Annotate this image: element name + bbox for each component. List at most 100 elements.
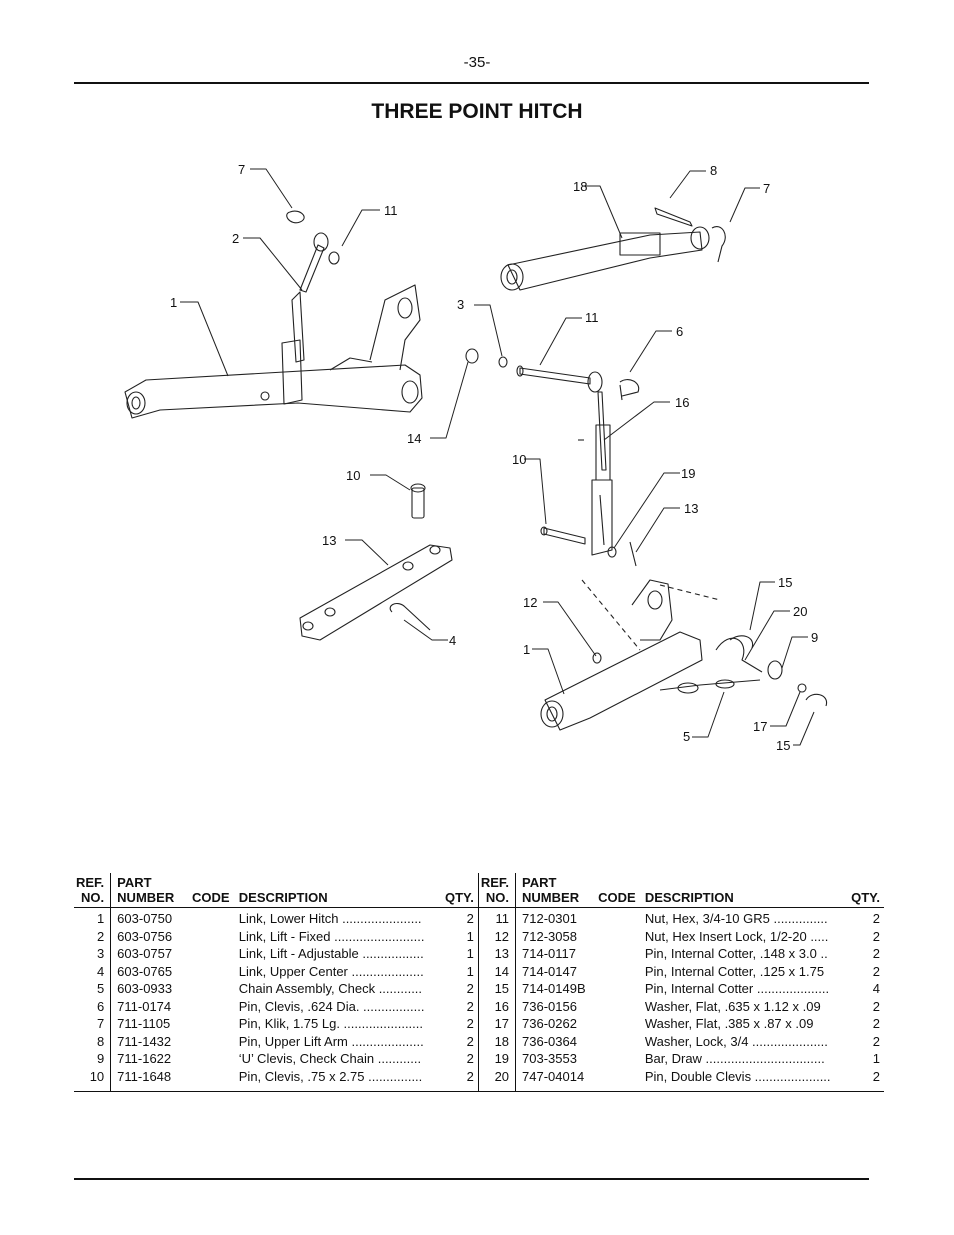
lower-hitch-link-left	[124, 284, 423, 419]
cell-description: Pin, Clevis, .624 Dia. .................	[238, 998, 425, 1014]
table-row: 5 603-0933 Chain Assembly, Check .......…	[74, 980, 884, 998]
cell-part-number: 747-04014	[515, 1067, 597, 1092]
cell-part-number: 603-0765	[117, 963, 173, 979]
cell-part-number: 712-3058	[522, 928, 577, 944]
callout-10-b: 8	[710, 163, 717, 178]
header-description-2: DESCRIPTION	[642, 873, 850, 908]
callout-15-a: 15	[778, 575, 792, 590]
cell-description: Link, Lower Hitch ......................	[238, 911, 422, 926]
cell-ref: 3	[74, 945, 112, 963]
callout-1-a: 1	[170, 295, 177, 310]
header-ref-2: REF.NO.	[478, 873, 517, 908]
table-row: 1 603-0750 Link, Lower Hitch ...........…	[74, 907, 884, 928]
cell-part-number: 603-0757	[117, 946, 173, 961]
cell-ref: 12	[478, 927, 517, 945]
cell-ref: 6	[74, 997, 112, 1015]
lift-link-fixed	[281, 210, 340, 405]
table-row: 4 603-0765 Link, Upper Center ..........…	[74, 962, 884, 981]
cell-code	[596, 1015, 643, 1033]
cell-description: Pin, Internal Cotter, .148 x 3.0 ..	[644, 946, 828, 961]
cell-part-number: 736-0262	[522, 1016, 577, 1031]
callout-13-a: 4	[449, 633, 456, 648]
header-rule	[74, 82, 869, 84]
cell-qty: 2	[442, 1050, 479, 1068]
cell-qty: 2	[872, 911, 880, 926]
cell-ref: 11	[478, 907, 517, 928]
cell-ref: 5	[74, 980, 112, 998]
cell-description: Nut, Hex Insert Lock, 1/2-20 .....	[644, 928, 829, 944]
cell-description: Pin, Upper Lift Arm ....................	[238, 1033, 424, 1049]
cell-qty: 2	[872, 963, 880, 979]
cell-qty: 2	[442, 980, 479, 998]
cell-description: Washer, Flat, .385 x .87 x .09	[644, 1016, 814, 1031]
cell-code	[190, 928, 237, 946]
cell-qty: 2	[442, 1032, 479, 1050]
cell-code	[190, 963, 237, 981]
header-qty-2: QTY.	[849, 873, 884, 908]
cell-ref: 2	[74, 927, 112, 945]
upper-lift-arm-pin	[465, 348, 640, 401]
header-description: DESCRIPTION	[236, 873, 443, 908]
table-row: 7 711-1105 Pin, Klik, 1.75 Lg. .........…	[74, 1015, 884, 1033]
cell-ref: 19	[478, 1050, 517, 1068]
cell-code	[190, 1033, 237, 1051]
cell-qty: 1	[442, 927, 479, 945]
header-ref: REF.NO.	[74, 873, 112, 908]
callout-4: 18	[573, 179, 587, 194]
cell-part-number: 703-3553	[522, 1051, 577, 1066]
callout-18: 3	[457, 297, 464, 312]
table-row: 2 603-0756 Link, Lift - Fixed ..........…	[74, 927, 884, 946]
cell-ref: 9	[74, 1050, 112, 1068]
callout-8: 11	[585, 310, 599, 325]
callout-2: 2	[232, 231, 239, 246]
table-row: 6 711-0174 Pin, Clevis, .624 Dia. ......…	[74, 997, 884, 1016]
cell-qty: 1	[872, 1051, 880, 1066]
cell-part-number: 714-0147	[522, 963, 577, 979]
exploded-parts-diagram: 7 11 2 1 10 13 4 18 8 7 3 11 6 16 14 10 …	[124, 162, 828, 753]
cell-part-number: 711-1432	[117, 1033, 172, 1049]
cell-part-number: 712-0301	[522, 911, 577, 926]
cell-code	[596, 998, 643, 1016]
callout-7-b: 6	[676, 324, 683, 339]
cell-qty: 2	[872, 928, 880, 944]
callout-6: 10	[512, 452, 526, 467]
cell-qty: 4	[872, 981, 880, 996]
callout-5: 5	[683, 729, 690, 744]
callout-14: 13	[684, 501, 698, 516]
lift-link-adjustable	[540, 391, 637, 567]
cell-code	[596, 1033, 643, 1051]
cell-description: Washer, Flat, .635 x 1.12 x .09	[644, 998, 821, 1014]
callout-11-a: 11	[384, 203, 398, 218]
cell-ref: 18	[478, 1032, 517, 1050]
header-code: CODE	[189, 873, 237, 908]
leader-lines	[180, 168, 815, 746]
callout-3: 16	[675, 395, 689, 410]
footer-rule	[74, 1178, 869, 1180]
callout-17: 17	[753, 719, 767, 734]
cell-part-number: 603-0750	[117, 911, 173, 926]
cell-code	[190, 1050, 237, 1068]
cell-description: Chain Assembly, Check ............	[238, 981, 423, 996]
cell-description: Link, Lift - Fixed .....................…	[238, 928, 425, 944]
cell-ref: 4	[74, 962, 112, 980]
cell-description: Washer, Lock, 3/4 .....................	[644, 1033, 828, 1049]
cell-ref: 8	[74, 1032, 112, 1050]
cell-ref: 20	[478, 1067, 517, 1092]
cell-part-number: 603-0933	[117, 981, 173, 996]
cell-part-number: 736-0364	[522, 1033, 577, 1049]
cell-description: Pin, Clevis, .75 x 2.75 ...............	[236, 1067, 443, 1092]
cell-description: Pin, Klik, 1.75 Lg. ....................…	[238, 1016, 424, 1031]
cell-ref: 7	[74, 1015, 112, 1033]
cell-qty: 2	[872, 998, 880, 1014]
table-row: 9 711-1622 ‘U’ Clevis, Check Chain .....…	[74, 1050, 884, 1068]
cell-part-number: 711-1105	[117, 1016, 171, 1031]
cell-qty: 2	[849, 1067, 884, 1092]
cell-code	[190, 945, 237, 963]
cell-description: ‘U’ Clevis, Check Chain ............	[238, 1051, 422, 1066]
cell-qty: 1	[442, 945, 479, 963]
page-title: THREE POINT HITCH	[371, 100, 583, 123]
callout-9: 9	[811, 630, 818, 645]
cell-part-number: 736-0156	[522, 998, 577, 1014]
